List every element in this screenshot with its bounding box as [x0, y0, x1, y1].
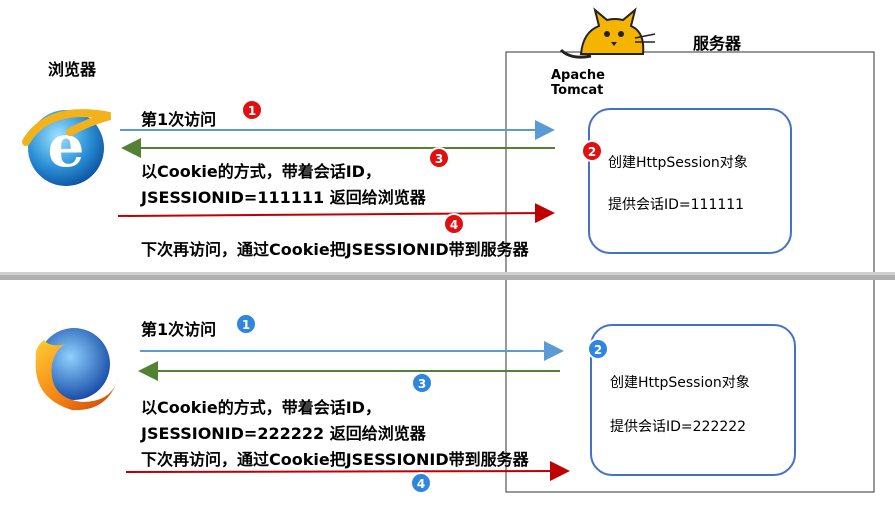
- svg-text:3: 3: [418, 377, 426, 391]
- ff-box-line2: 提供会话ID=222222: [610, 419, 747, 435]
- ie-badge-2: 2: [581, 140, 603, 162]
- scenario-separator: [0, 272, 895, 280]
- ie-step4-text: 下次再访问，通过Cookie把JSESSIONID带到服务器: [141, 240, 529, 259]
- ie-session-box: 创建HttpSession对象 提供会话ID=111111: [588, 108, 792, 254]
- ff-badge-4: 4: [410, 472, 432, 494]
- svg-text:2: 2: [588, 145, 596, 159]
- svg-text:1: 1: [242, 318, 250, 332]
- browser-label: 浏览器: [48, 60, 97, 79]
- ff-step3-line2: JSESSIONID=222222 返回给浏览器: [141, 424, 426, 443]
- ie-step3-line2: JSESSIONID=111111 返回给浏览器: [141, 188, 426, 207]
- ff-step3-line1: 以Cookie的方式，带着会话ID，: [141, 398, 381, 417]
- ff-box-line1: 创建HttpSession对象: [610, 375, 750, 391]
- tomcat-logo-text: Apache Tomcat: [551, 68, 605, 98]
- tomcat-logo: Apache Tomcat: [551, 4, 661, 98]
- ie-browser: e: [18, 96, 118, 200]
- ie-badge-1: 1: [241, 99, 263, 121]
- ff-badge-1: 1: [235, 313, 257, 335]
- ff-step1-text: 第1次访问: [141, 320, 217, 339]
- ff-badge-3: 3: [411, 372, 433, 394]
- ie-box-line2: 提供会话ID=111111: [608, 197, 745, 213]
- ff-session-box: 创建HttpSession对象 提供会话ID=222222: [590, 324, 796, 476]
- svg-text:4: 4: [450, 218, 458, 232]
- ie-badge-3: 3: [428, 147, 450, 169]
- ie-box-line1: 创建HttpSession对象: [608, 155, 748, 171]
- svg-text:2: 2: [594, 343, 602, 357]
- svg-text:1: 1: [248, 104, 256, 118]
- svg-text:3: 3: [435, 152, 443, 166]
- firefox-browser: [22, 318, 122, 422]
- ie-badge-4: 4: [443, 213, 465, 235]
- ff-badge-2: 2: [587, 338, 609, 360]
- tomcat-icon: [559, 7, 656, 59]
- ff-revisit-arrow: [125, 461, 570, 482]
- svg-text:4: 4: [417, 477, 425, 491]
- ie-step1-text: 第1次访问: [141, 110, 217, 129]
- internet-explorer-icon: e: [22, 109, 112, 186]
- ie-step3-line1: 以Cookie的方式，带着会话ID，: [141, 162, 381, 181]
- firefox-icon: [35, 328, 118, 411]
- server-label: 服务器: [693, 34, 742, 53]
- ff-step4-text: 下次再访问，通过Cookie把JSESSIONID带到服务器: [141, 450, 529, 469]
- ie-revisit-arrow: [117, 203, 555, 224]
